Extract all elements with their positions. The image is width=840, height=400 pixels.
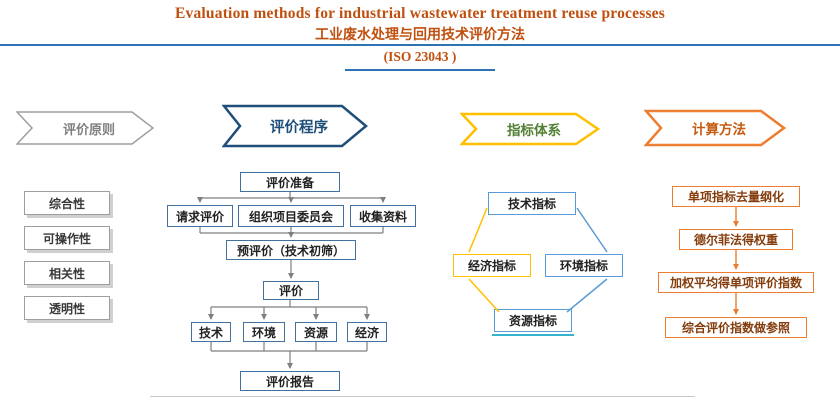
flow-box-request: 请求评价 [167,205,233,227]
bottom-divider-line [150,396,695,397]
flow-box-pre-screen: 预评价（技术初筛） [226,240,356,260]
flow-box-report: 评价报告 [240,371,340,391]
principle-item-operable: 可操作性 [24,226,110,250]
flow-box-prepare: 评价准备 [240,172,340,192]
indicator-box-tech: 技术指标 [488,192,576,215]
chevron-banner-icon [16,111,154,145]
banner-principles-label: 评价原则 [62,121,115,137]
calc-step-delphi: 德尔菲法得权重 [679,229,793,250]
flow-box-aspect-economy: 经济 [347,322,387,342]
indicator-box-env: 环境指标 [545,254,623,277]
chevron-banner-icon [460,112,600,146]
chevron-banner-icon [644,109,786,147]
banner-principles: 评价原则 [16,111,154,145]
flow-box-aspect-env: 环境 [243,322,285,342]
flow-box-committee: 组织项目委员会 [238,205,344,227]
principle-item-relevant: 相关性 [24,261,110,285]
banner-calculation-label: 计算方法 [692,122,746,137]
indicator-box-economy: 经济指标 [453,254,531,277]
banner-procedure-label: 评价程序 [270,119,328,136]
iso-standard-label: (ISO 23043 ) [383,49,457,64]
banner-indicators: 指标体系 [460,112,600,146]
resource-underline [492,334,574,336]
flow-box-collect: 收集资料 [350,205,416,227]
indicator-box-resource: 资源指标 [494,309,572,332]
calc-step-composite-index: 综合评价指数做参照 [665,317,807,338]
title-block: Evaluation methods for industrial wastew… [0,5,840,44]
page-title-english: Evaluation methods for industrial wastew… [174,5,665,22]
banner-procedure: 评价程序 [222,104,368,148]
banner-calculation: 计算方法 [644,109,786,147]
flow-box-evaluate: 评价 [263,281,319,300]
calc-step-normalize: 单项指标去量纲化 [672,186,800,207]
chevron-banner-icon [222,104,368,148]
principle-item-comprehensive: 综合性 [24,191,110,215]
page-title-chinese: 工业废水处理与回用技术评价方法 [315,26,525,42]
iso-underline [345,69,495,71]
principle-item-transparent: 透明性 [24,296,110,320]
flow-box-aspect-tech: 技术 [191,322,231,342]
title-divider-line [0,44,840,46]
banner-indicators-label: 指标体系 [507,123,561,138]
flow-box-aspect-resource: 资源 [295,322,337,342]
calc-step-weighted-average: 加权平均得单项评价指数 [658,272,814,293]
